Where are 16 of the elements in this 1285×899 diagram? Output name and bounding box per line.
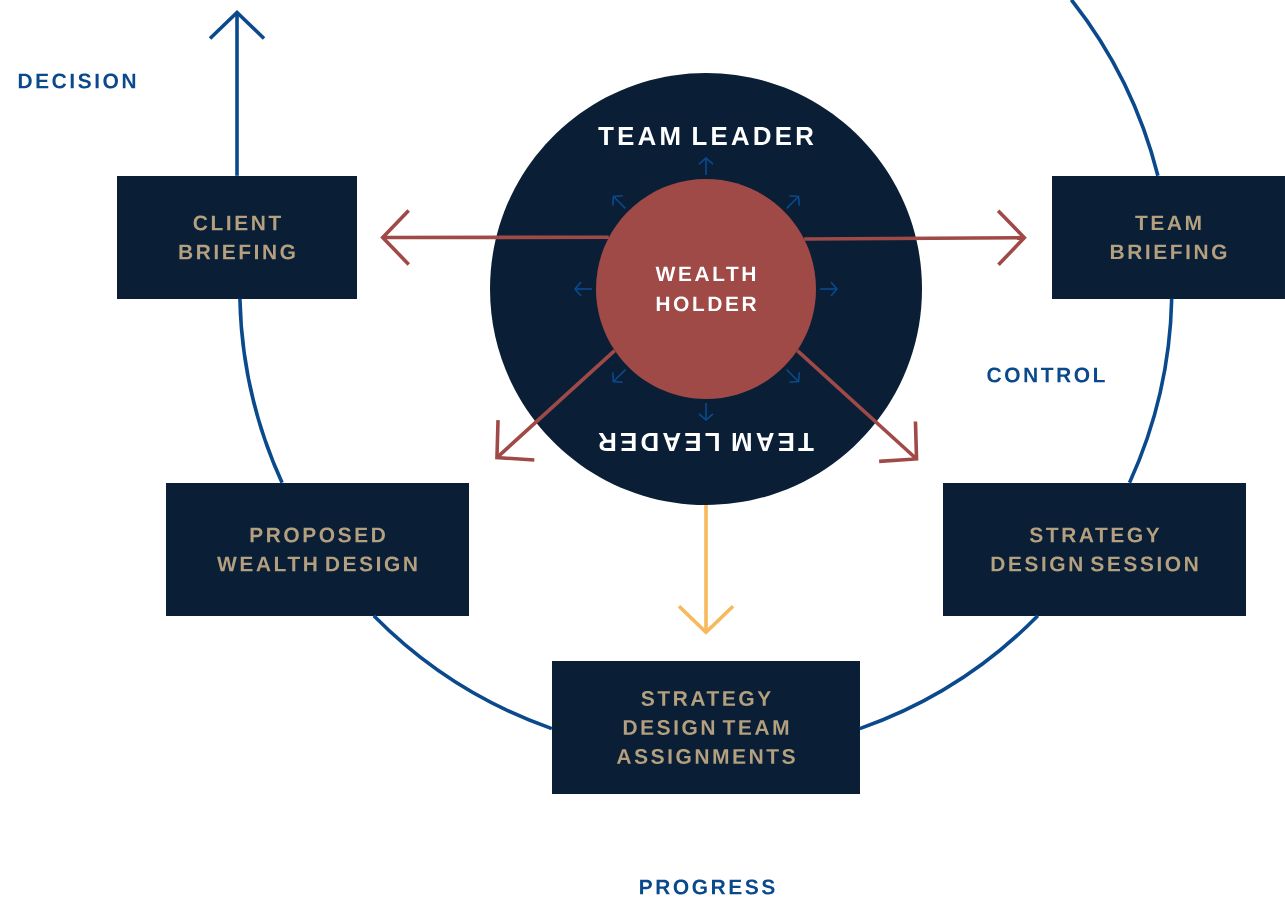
arrow	[677, 505, 735, 635]
process-box: TEAM BRIEFING	[1052, 176, 1285, 299]
arrow	[495, 349, 616, 462]
circle-label: TEAM LEADER	[598, 127, 814, 145]
process-box: STRATEGY DESIGN SESSION	[943, 483, 1246, 616]
axis-label: CONTROL	[987, 367, 1105, 383]
process-box: PROPOSED WEALTH DESIGN	[166, 483, 469, 616]
circle-label: TEAM LEADER	[598, 433, 814, 451]
process-box: STRATEGY DESIGN TEAM ASSIGNMENTS	[552, 661, 860, 794]
arrow	[208, 10, 266, 176]
axis-label: PROGRESS	[640, 879, 775, 895]
arrow	[804, 209, 1027, 267]
arrow	[796, 349, 919, 464]
axis-label: DECISION	[18, 73, 136, 89]
process-box: CLIENT BRIEFING	[117, 176, 357, 299]
arrow	[380, 209, 609, 266]
